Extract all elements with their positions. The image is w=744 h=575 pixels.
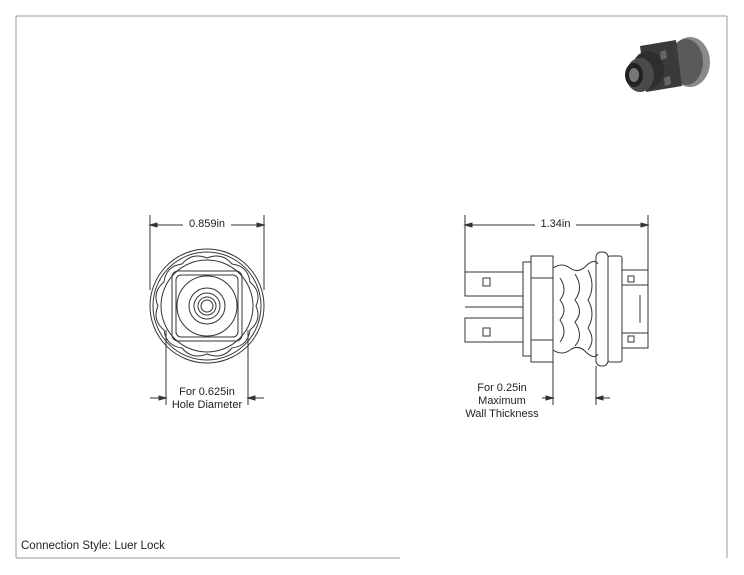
wall-thickness-label-line3: Wall Thickness bbox=[465, 408, 539, 420]
connection-style-note: Connection Style: Luer Lock bbox=[21, 540, 165, 552]
iso-thumbnail bbox=[625, 37, 710, 92]
front-overall-dimension: 0.859in bbox=[188, 218, 226, 230]
wall-thickness-label-line2: Maximum bbox=[478, 395, 526, 407]
hole-diameter-label-line2: Hole Diameter bbox=[171, 399, 243, 411]
drawing-frame bbox=[15, 15, 728, 559]
side-view bbox=[463, 215, 650, 405]
front-view bbox=[148, 215, 266, 405]
hole-diameter-label-line1: For 0.625in bbox=[179, 386, 235, 398]
wall-thickness-label-line1: For 0.25in bbox=[477, 382, 527, 394]
side-overall-dimension: 1.34in bbox=[540, 218, 571, 230]
